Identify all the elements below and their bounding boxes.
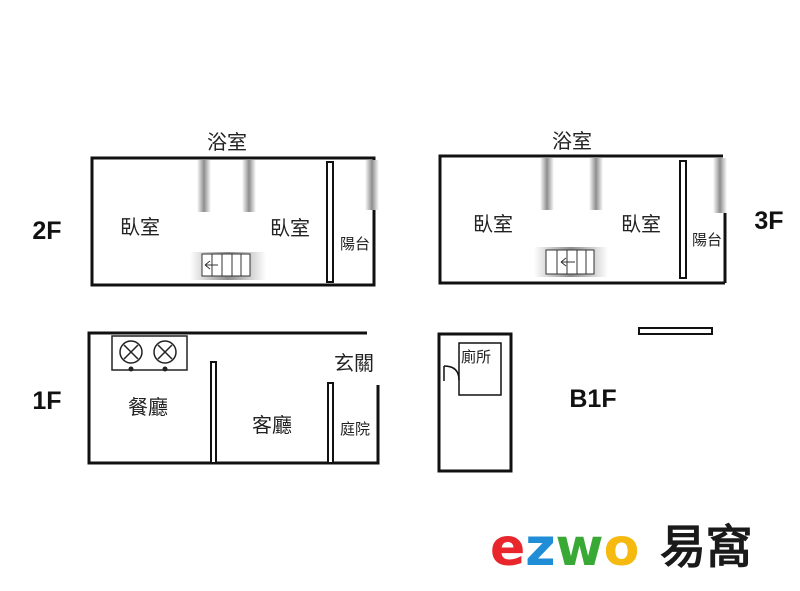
knob-icon (162, 366, 168, 372)
room-label-balcony: 陽台 (692, 231, 722, 249)
logo-wordmark: ezwo (490, 518, 639, 578)
detached-wall (638, 327, 713, 335)
burner-cross (123, 344, 139, 360)
brand-logo: ezwo 易窩 (490, 518, 752, 578)
wall-blur (242, 160, 256, 212)
burner-icon (119, 340, 143, 364)
logo-letter: e (490, 518, 525, 578)
room-label-bathroom: 浴室 (552, 129, 592, 153)
logo-cjk-text: 易窩 (660, 520, 752, 574)
room-label-bathroom: 浴室 (207, 130, 247, 154)
room-label-dining: 餐廳 (128, 395, 168, 419)
floor-3f-outline (438, 154, 725, 285)
door-swing-icon (443, 365, 460, 381)
staircase (534, 247, 608, 277)
logo-letter: o (604, 518, 640, 578)
floor-label-1f: 1F (32, 387, 61, 415)
stair-arrow-icon (204, 260, 218, 270)
room-label-bedroom-right: 臥室 (270, 216, 310, 240)
room-label-bedroom-left: 臥室 (120, 215, 160, 239)
floor-label-3f: 3F (754, 207, 783, 235)
floor-label-b1f: B1F (569, 385, 616, 413)
room-label-bedroom-left: 臥室 (473, 212, 513, 236)
floor-2f: 浴室 臥室 臥室 陽台 2F (32, 130, 379, 287)
wall-blur (540, 158, 554, 210)
wall-blur (197, 160, 211, 212)
logo-letter: w (556, 518, 604, 578)
stove (111, 335, 188, 372)
burner-cross (157, 344, 173, 360)
room-label-entrance: 玄關 (334, 351, 374, 375)
interior-wall (327, 382, 334, 464)
floor-1f-outline (87, 331, 380, 465)
balcony-wall (326, 161, 334, 283)
wall-blur (365, 160, 379, 210)
room-label-balcony: 陽台 (340, 235, 370, 253)
room-label-living: 客廳 (252, 413, 292, 437)
wall-blur (713, 158, 727, 213)
toilet-room (458, 342, 502, 396)
stove-outline (111, 335, 188, 371)
knob-icon (128, 366, 134, 372)
floor-3f: 浴室 臥室 臥室 陽台 3F (438, 129, 784, 285)
room-label-toilet: 廁所 (461, 348, 491, 366)
stair-outline (201, 253, 251, 277)
stair-arrow-icon (560, 257, 575, 267)
wall-blur (589, 158, 603, 210)
floor-label-2f: 2F (32, 217, 61, 245)
interior-wall (210, 361, 217, 464)
floor-b1f: 廁所 B1F (437, 327, 713, 473)
room-label-bedroom-right: 臥室 (621, 212, 661, 236)
floor-2f-outline (90, 156, 376, 287)
staircase (190, 252, 266, 280)
floor-1f: 餐廳 客廳 玄關 庭院 1F (32, 331, 380, 465)
logo-letter: z (525, 518, 555, 578)
burner-icon (153, 340, 177, 364)
floor-b1f-outline (437, 332, 513, 473)
balcony-wall (679, 160, 687, 279)
room-label-courtyard: 庭院 (340, 420, 370, 438)
